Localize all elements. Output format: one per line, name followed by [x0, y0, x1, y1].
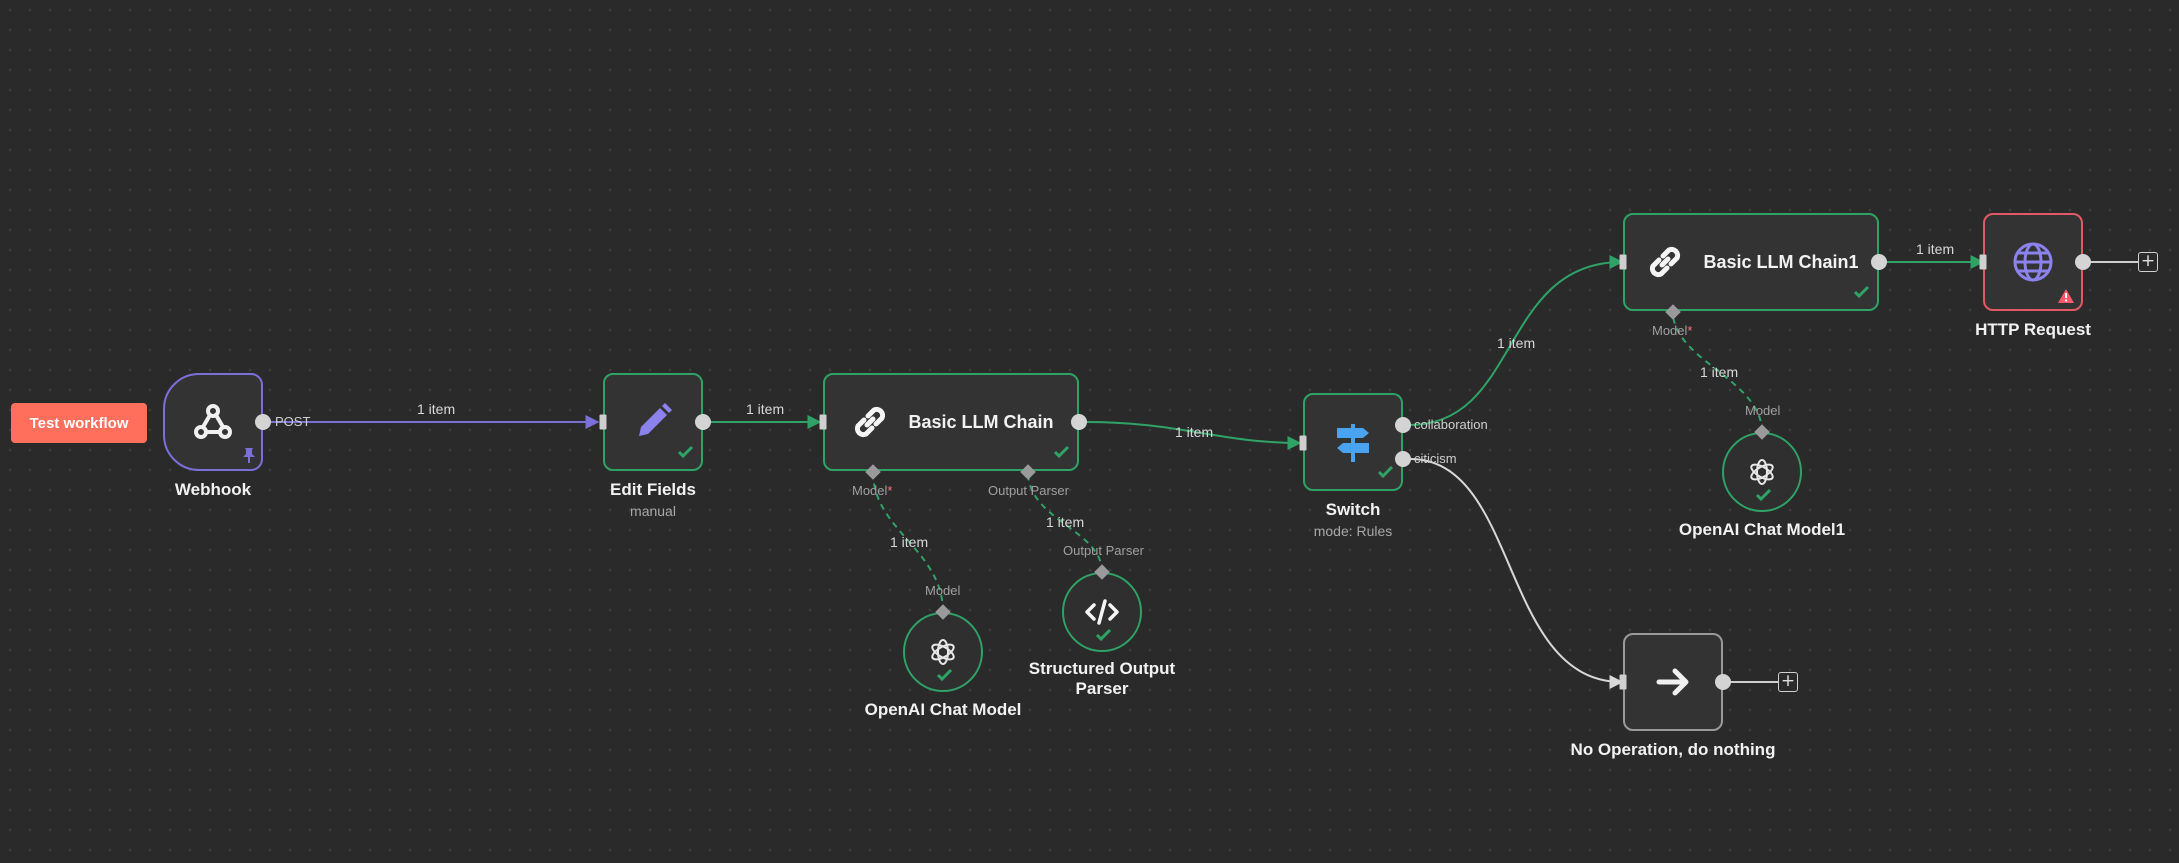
switch-input-port[interactable] [1299, 435, 1307, 451]
edit-fields-output-port[interactable] [695, 414, 711, 430]
webhook-output-label: POST [275, 414, 311, 429]
llm-chain-output-port[interactable] [1071, 414, 1087, 430]
link-icon [1643, 240, 1687, 284]
http-request-node[interactable] [1983, 213, 2083, 311]
switch-output-2-label: citicism [1414, 451, 1457, 466]
llm-chain1-model-port-label: Model* [1652, 323, 1693, 338]
signpost-icon [1331, 420, 1375, 464]
edge-label-edit-chain: 1 item [746, 401, 785, 417]
llm-chain1-input-port[interactable] [1619, 254, 1627, 270]
openai-chat-model-node[interactable] [903, 612, 983, 692]
edge-switch-noop[interactable] [1409, 458, 1624, 689]
http-request-output-port[interactable] [2075, 254, 2091, 270]
basic-llm-chain-title: Basic LLM Chain [908, 411, 1054, 432]
openai-chat-model1-node[interactable] [1722, 432, 1802, 512]
edit-fields-title: Edit Fields [610, 480, 696, 499]
edge-label-model-chain: 1 item [890, 534, 929, 550]
http-add-node-button[interactable]: + [2138, 252, 2158, 272]
openai-icon [1746, 456, 1778, 488]
edge-label-model1-chain1: 1 item [1700, 364, 1739, 380]
switch-subtitle: mode: Rules [1313, 523, 1393, 539]
link-icon [848, 400, 892, 444]
code-icon [1085, 599, 1119, 625]
openai-icon [927, 636, 959, 668]
success-check-icon [1377, 465, 1394, 483]
webhook-output-port[interactable] [255, 414, 271, 430]
structured-output-parser-title: Structured Output Parser [1028, 659, 1176, 698]
llm-chain1-output-port[interactable] [1871, 254, 1887, 270]
edit-fields-subtitle: manual [630, 503, 676, 519]
noop-add-node-button[interactable]: + [1778, 672, 1798, 692]
noop-output-port[interactable] [1715, 674, 1731, 690]
edge-model1-chain1[interactable] [1672, 311, 1763, 433]
no-operation-title: No Operation, do nothing [1570, 740, 1776, 759]
switch-title: Switch [1325, 500, 1381, 519]
success-check-icon [1053, 445, 1070, 463]
no-operation-node[interactable] [1623, 633, 1723, 731]
pencil-icon [631, 400, 675, 444]
llm-chain-model-port-label: Model* [852, 483, 893, 498]
openai-model1-port-label: Model [1745, 403, 1781, 418]
switch-output-collaboration[interactable] [1395, 417, 1411, 433]
llm-chain-parser-port-label: Output Parser [988, 483, 1069, 498]
warning-icon [2057, 288, 2075, 304]
edge-chain-switch[interactable] [1085, 421, 1302, 450]
arrow-right-icon [1653, 662, 1693, 702]
parser-port-label: Output Parser [1063, 543, 1144, 558]
edge-switch-chain1[interactable] [1409, 255, 1624, 426]
switch-output-1-label: collaboration [1414, 417, 1488, 432]
edge-label-parser-chain: 1 item [1046, 514, 1085, 530]
structured-output-parser-node[interactable] [1062, 572, 1142, 652]
basic-llm-chain1-title: Basic LLM Chain1 [1703, 251, 1859, 272]
edge-model-chain[interactable] [872, 471, 944, 613]
success-check-icon [1755, 488, 1772, 506]
openai-model-port-label: Model [925, 583, 961, 598]
success-check-icon [1853, 285, 1870, 303]
edge-label-webhook-edit: 1 item [417, 401, 456, 417]
pin-icon [242, 447, 256, 463]
edge-label-chain-switch: 1 item [1175, 424, 1214, 440]
webhook-node[interactable] [163, 373, 263, 471]
basic-llm-chain1-node[interactable]: Basic LLM Chain1 [1623, 213, 1879, 311]
webhook-icon [190, 399, 236, 445]
edge-label-chain1-http: 1 item [1916, 241, 1955, 257]
noop-input-port[interactable] [1619, 674, 1627, 690]
success-check-icon [677, 445, 694, 463]
http-request-title: HTTP Request [1975, 320, 2091, 339]
webhook-title: Webhook [174, 480, 252, 499]
test-workflow-button[interactable]: Test workflow [11, 403, 147, 443]
edge-label-switch-chain1: 1 item [1497, 335, 1536, 351]
llm-chain-input-port[interactable] [819, 414, 827, 430]
http-request-input-port[interactable] [1979, 254, 1987, 270]
success-check-icon [1095, 628, 1112, 646]
basic-llm-chain-node[interactable]: Basic LLM Chain [823, 373, 1079, 471]
openai-chat-model1-title: OpenAI Chat Model1 [1678, 520, 1846, 539]
switch-output-citicism[interactable] [1395, 451, 1411, 467]
edge-parser-chain[interactable] [1027, 471, 1103, 573]
switch-node[interactable] [1303, 393, 1403, 491]
openai-chat-model-title: OpenAI Chat Model [864, 700, 1022, 719]
globe-icon [2011, 240, 2055, 284]
edit-fields-node[interactable] [603, 373, 703, 471]
edit-fields-input-port[interactable] [599, 414, 607, 430]
success-check-icon [936, 668, 953, 686]
